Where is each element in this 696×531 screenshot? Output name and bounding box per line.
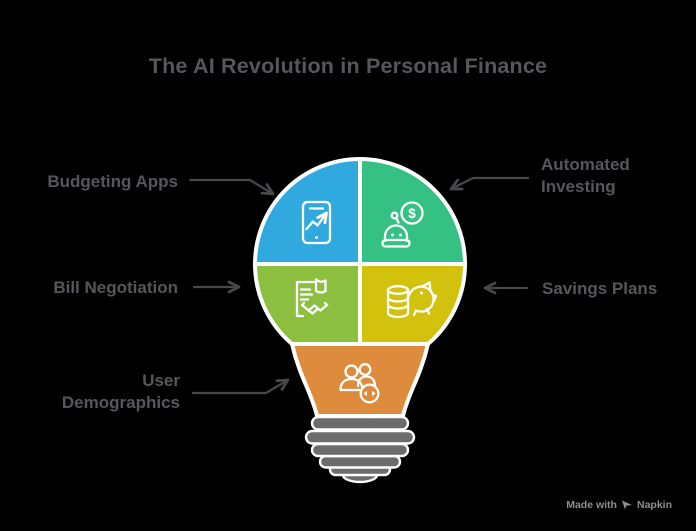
- piggy-bank-coins-icon: [386, 281, 438, 319]
- segment-savings-plans: [358, 262, 467, 346]
- screw-thread: [310, 442, 410, 458]
- users-exchange-icon: [339, 363, 380, 404]
- label-savings-plans: Savings Plans: [542, 279, 658, 298]
- label-bill-negotiation: Bill Negotiation: [53, 278, 178, 297]
- contract-handshake-icon: [295, 278, 329, 318]
- screw-thread: [318, 454, 402, 469]
- watermark-made-with: Made with: [566, 499, 617, 511]
- user-demographics-arrow: [191, 378, 290, 395]
- segment-budgeting-apps: [253, 157, 362, 266]
- screw-thread: [304, 429, 416, 445]
- label-automated-investing: Automated Investing: [541, 155, 630, 196]
- bulb-screw-base: [304, 415, 416, 484]
- segment-bill-negotiation: [253, 262, 362, 346]
- watermark: Made with Napkin: [566, 499, 672, 511]
- smartphone-trend-icon: [301, 200, 332, 245]
- budgeting-apps-arrow: [188, 178, 275, 196]
- robot-dollar-icon: $: [381, 201, 424, 248]
- bulb-segments: [253, 157, 467, 418]
- napkin-logo-icon: [621, 500, 632, 510]
- label-user-demographics: User Demographics: [61, 371, 180, 412]
- automated-investing-arrow: [449, 176, 530, 191]
- dollar-glyph: $: [408, 206, 416, 221]
- label-arrows: [188, 176, 530, 395]
- label-budgeting-apps: Budgeting Apps: [47, 172, 178, 191]
- screw-thread: [310, 415, 410, 431]
- page-title: The AI Revolution in Personal Finance: [148, 54, 548, 78]
- watermark-brand: Napkin: [636, 499, 672, 511]
